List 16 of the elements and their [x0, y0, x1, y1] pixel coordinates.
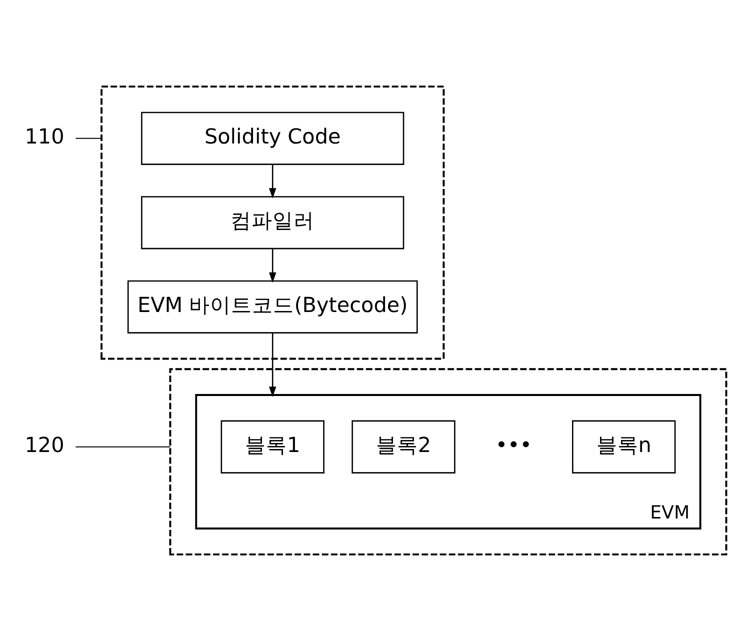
node-box: 블록1 [220, 420, 324, 474]
arrow [268, 164, 276, 199]
node-text: 110 [24, 124, 64, 148]
arrow [268, 248, 276, 283]
arrow [268, 333, 276, 397]
node-box: 블록2 [352, 420, 456, 474]
node-box: EVM 바이트코드(Bytecode) [127, 280, 418, 334]
label: ••• [495, 432, 532, 457]
cluster [169, 368, 728, 556]
cluster [100, 86, 445, 360]
connector [76, 446, 170, 448]
node-box: Solidity Code [141, 112, 404, 165]
connector [76, 138, 102, 139]
node-text: 120 [24, 432, 64, 457]
node-box: 블록n [572, 420, 676, 474]
node-box: 컴파일러 [141, 196, 404, 250]
